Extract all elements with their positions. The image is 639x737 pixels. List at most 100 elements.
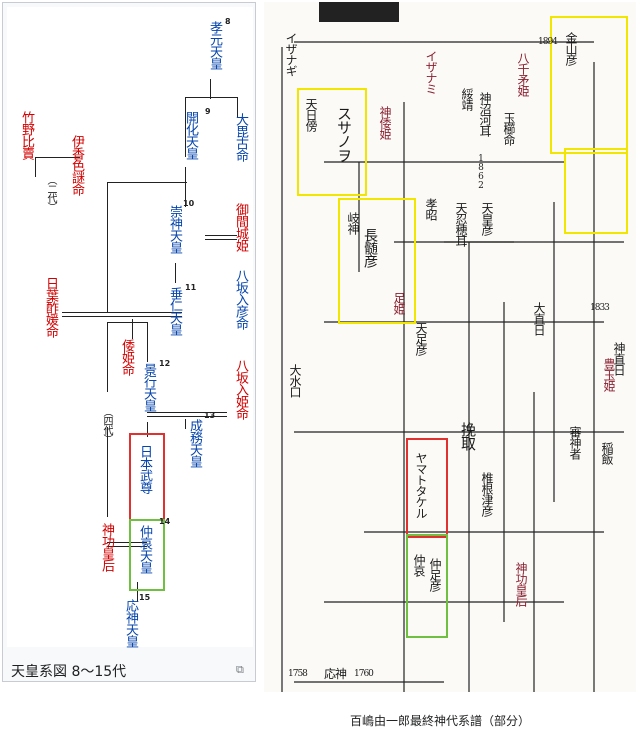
- manuscript-text: スサノヲ: [335, 106, 353, 162]
- tree-line: [185, 167, 186, 207]
- generation-number: 10: [183, 199, 195, 208]
- tree-line: [147, 422, 148, 437]
- tree-line: [107, 182, 187, 183]
- emperor-chuai: 仲哀天皇: [137, 525, 152, 573]
- person-ikaga: 伊香色謎命: [69, 135, 84, 195]
- emperor-sujin: 崇神天皇: [167, 205, 182, 253]
- manuscript-text: 金山彦: [564, 32, 578, 65]
- manuscript-text: 豊玉姫: [602, 358, 616, 391]
- generation-number: 8: [225, 17, 231, 26]
- genealogy-panel: 孝元天皇 8 開化天皇 9 大毘古命 竹野比賣 伊香色謎命 （二代） 崇神天皇 …: [2, 2, 256, 682]
- person-hibasu: 日葉酢媛命: [43, 277, 58, 337]
- expand-icon[interactable]: ⧉: [236, 663, 244, 676]
- highlight-box-red: [406, 438, 448, 538]
- person-yamato-takeru: 日本武尊: [137, 445, 152, 493]
- manuscript-image: イザナギ イザナミ 天日傍 スサノヲ 八千矛姫 神倭姫 綏靖 神沼河耳 玉櫛命 …: [264, 2, 636, 692]
- manuscript-text: 1758: [288, 669, 308, 679]
- chart-caption: 天皇系図 8〜15代: [11, 664, 127, 680]
- person-jingu: 神功皇后: [99, 523, 114, 571]
- manuscript-text: 神直日: [612, 342, 626, 375]
- person-yasaka-hime: 八坂入姫命: [233, 359, 248, 419]
- tree-line: [205, 235, 237, 236]
- tree-line: [62, 312, 182, 313]
- manuscript-text: 八千矛姫: [516, 52, 530, 96]
- manuscript-text: 挽取: [459, 422, 477, 450]
- manuscript-text: 審神者: [568, 426, 582, 459]
- generation-number: 12: [159, 359, 171, 368]
- tree-line: [185, 97, 186, 157]
- emperor-ojin: 応神天皇: [123, 599, 138, 647]
- manuscript-text: 応神: [324, 667, 347, 681]
- tree-line: [175, 263, 176, 283]
- tree-line: [147, 322, 148, 362]
- manuscript-text: 大水口: [288, 364, 302, 397]
- manuscript-text: 1894: [538, 37, 558, 47]
- manuscript-text: 仲足彦: [428, 558, 442, 591]
- manuscript-text: 稲飯: [600, 442, 614, 464]
- manuscript-text: 1862: [476, 154, 486, 190]
- manuscript-text: イザナギ: [284, 32, 298, 76]
- source-caption: 百嶋由一郎最終神代系譜（部分）: [350, 714, 531, 728]
- tree-line: [35, 157, 80, 158]
- manuscript-text: 神功皇后: [514, 562, 528, 606]
- tree-line: [210, 79, 211, 99]
- generation-number: 15: [139, 593, 151, 602]
- manuscript-text: 天忍穂耳: [454, 202, 468, 246]
- manuscript-text: 足姫: [392, 292, 406, 314]
- generation-number: 11: [185, 283, 197, 292]
- tree-line: [147, 412, 227, 413]
- manuscript-text: 大直日: [532, 302, 546, 335]
- manuscript-text: 神倭姫: [378, 106, 392, 139]
- tree-line: [205, 239, 237, 240]
- tree-line: [185, 97, 237, 98]
- manuscript-text: 長髄彦: [362, 228, 378, 267]
- generation-number: 13: [204, 411, 216, 420]
- manuscript-text: 1833: [590, 303, 610, 313]
- manuscript-text: 玉櫛命: [502, 112, 516, 145]
- tree-line: [107, 322, 108, 392]
- tree-line: [185, 419, 186, 429]
- manuscript-text: ヤマトタケル: [414, 452, 428, 518]
- person-ohiko: 大毘古命: [233, 113, 248, 161]
- generation-gap-label: （二代）: [45, 175, 56, 211]
- manuscript-text: 岐神: [346, 212, 360, 234]
- tree-line: [107, 542, 147, 543]
- manuscript-text: 天日傍: [304, 98, 318, 131]
- highlight-box-green: [406, 534, 448, 638]
- manuscript-text: 椎根津彦: [480, 472, 494, 516]
- emperor-seimu: 成務天皇: [187, 419, 202, 467]
- tree-line: [137, 582, 138, 602]
- emperor-suinin: 垂仁天皇: [167, 287, 182, 335]
- tree-line: [132, 319, 133, 339]
- manuscript-text: 孝昭: [424, 198, 438, 220]
- tree-line: [107, 322, 147, 323]
- manuscript-text: 天皇彦: [480, 202, 494, 235]
- manuscript-text: イザナミ: [424, 50, 438, 94]
- tree-line: [107, 546, 147, 547]
- generation-number: 14: [159, 517, 171, 526]
- emperor-kaika: 開化天皇: [183, 111, 198, 159]
- manuscript-lines: [281, 2, 624, 692]
- tree-line: [35, 157, 36, 177]
- tree-line: [107, 427, 108, 517]
- person-takenohime: 竹野比賣: [19, 111, 34, 159]
- highlight-box-yellow: [564, 148, 628, 234]
- generation-gap-label: （四代）: [101, 407, 112, 443]
- highlight-box-yellow: [338, 198, 416, 324]
- tree-line: [107, 182, 108, 312]
- person-mimaki: 御間城姫: [233, 203, 248, 251]
- generation-number: 9: [205, 107, 211, 116]
- manuscript-text: 1760: [354, 669, 374, 679]
- emperor-kogen: 孝元天皇: [207, 21, 222, 69]
- manuscript-text: 仲哀: [412, 554, 426, 576]
- person-yasaka-hiko: 八坂入彦命: [233, 269, 248, 329]
- highlight-box-yellow: [297, 88, 367, 196]
- genealogy-tree: 孝元天皇 8 開化天皇 9 大毘古命 竹野比賣 伊香色謎命 （二代） 崇神天皇 …: [7, 7, 253, 647]
- manuscript-text: 綏靖: [460, 88, 474, 110]
- highlight-box-green: [129, 519, 165, 591]
- manuscript-text: 天足彦: [414, 322, 428, 355]
- tree-line: [62, 316, 182, 317]
- emperor-keiko: 景行天皇: [141, 363, 156, 411]
- manuscript-text: 神沼河耳: [478, 92, 492, 136]
- tree-line: [237, 97, 238, 117]
